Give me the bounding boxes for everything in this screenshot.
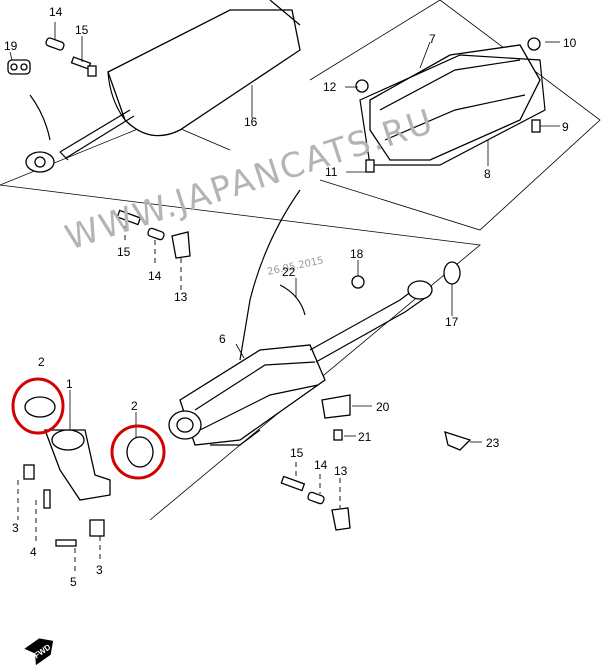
- callout-2-right: 2: [131, 399, 138, 413]
- callout-14-mid: 14: [148, 269, 162, 283]
- callout-numbers: 14 15 19 16 7 10 12 9 8 11 15 14 13 18 1…: [4, 5, 577, 589]
- callout-21: 21: [358, 430, 372, 444]
- lower-left-fasteners[interactable]: [23, 464, 105, 547]
- callout-5: 5: [70, 575, 77, 589]
- callout-8: 8: [484, 167, 491, 181]
- gasket-17[interactable]: [443, 261, 461, 285]
- nut-18[interactable]: [351, 275, 365, 289]
- callout-23: 23: [486, 436, 500, 450]
- callout-11: 11: [325, 165, 338, 179]
- lower-right-fasteners[interactable]: [280, 475, 351, 531]
- mid-fasteners[interactable]: [116, 209, 191, 259]
- hanger-rubber[interactable]: [7, 59, 31, 75]
- callout-17: 17: [445, 315, 459, 329]
- callout-16: 16: [244, 115, 258, 129]
- callout-14-low: 14: [314, 458, 328, 472]
- callout-15-mid: 15: [117, 245, 131, 259]
- callout-13-mid: 13: [174, 290, 188, 304]
- callout-9: 9: [562, 120, 569, 134]
- callout-4: 4: [30, 545, 37, 559]
- leader-lines: [9, 22, 560, 574]
- callout-7: 7: [429, 32, 436, 46]
- bracket-20[interactable]: [321, 394, 351, 441]
- highlight-gasket-right: [110, 424, 166, 480]
- muffler-assembly[interactable]: [25, 0, 301, 173]
- callout-10: 10: [563, 36, 577, 50]
- callout-15-top: 15: [75, 23, 89, 37]
- callout-22: 22: [282, 265, 296, 279]
- callout-1: 1: [66, 377, 73, 391]
- callout-15-low: 15: [290, 446, 304, 460]
- callout-2-left: 2: [38, 355, 45, 369]
- callout-6: 6: [219, 332, 226, 346]
- front-pipe-1[interactable]: [24, 396, 154, 501]
- callout-12: 12: [323, 80, 337, 94]
- callout-3-left: 3: [12, 521, 19, 535]
- date-stamp: 26.05.2015: [266, 255, 324, 278]
- catalytic-detail[interactable]: [355, 37, 546, 173]
- fwd-arrow-icon: [24, 638, 54, 666]
- callout-19: 19: [4, 39, 18, 53]
- clip-23[interactable]: [444, 431, 472, 451]
- highlight-gasket-left: [11, 377, 65, 435]
- fwd-arrow: FWD: [24, 638, 54, 666]
- main-pipe-assembly[interactable]: [168, 189, 433, 446]
- callout-13-low: 13: [334, 464, 348, 478]
- callout-3-right: 3: [96, 563, 103, 577]
- callout-18: 18: [350, 247, 364, 261]
- callout-20: 20: [376, 400, 390, 414]
- highlight-circles: [11, 377, 166, 480]
- callout-14-top: 14: [49, 5, 63, 19]
- upper-small-parts[interactable]: [45, 37, 97, 77]
